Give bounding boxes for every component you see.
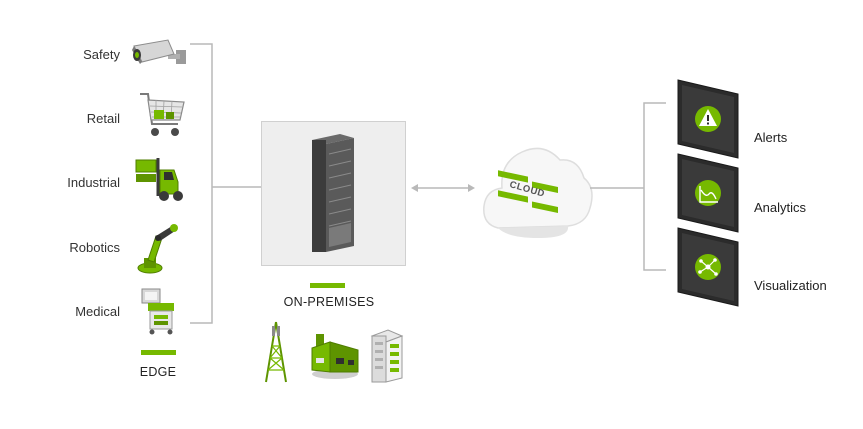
factory-icon (311, 334, 359, 379)
output-label-visualization: Visualization (754, 278, 827, 293)
alert-icon (677, 79, 739, 159)
edge-caption: EDGE (139, 365, 177, 379)
cloud-icon (483, 147, 593, 238)
output-label-alerts: Alerts (754, 130, 788, 145)
server-rack-icon (312, 134, 354, 252)
double-arrow-connector (411, 184, 475, 192)
edge-label-industrial: Industrial (67, 175, 120, 190)
medical-device-icon (141, 288, 174, 335)
edge-label-retail: Retail (86, 111, 120, 126)
robot-arm-icon (137, 224, 178, 274)
output-label-analytics: Analytics (754, 200, 807, 215)
forklift-icon (135, 158, 183, 201)
edge-label-safety: Safety (83, 47, 120, 62)
edge-label-robotics: Robotics (69, 240, 120, 255)
on-premises-caption: ON-PREMISES (283, 295, 375, 309)
edge-caption-bar (141, 350, 176, 355)
network-graph-icon (677, 227, 739, 307)
cell-tower-icon (265, 321, 287, 383)
edge-label-medical: Medical (75, 304, 120, 319)
security-camera-icon (132, 39, 186, 64)
office-building-icon (370, 329, 404, 383)
output-bracket (590, 102, 666, 271)
shopping-cart-icon (140, 93, 185, 136)
edge-bracket (190, 43, 262, 324)
analytics-chart-icon (677, 153, 739, 233)
on-premises-caption-bar (310, 283, 345, 288)
